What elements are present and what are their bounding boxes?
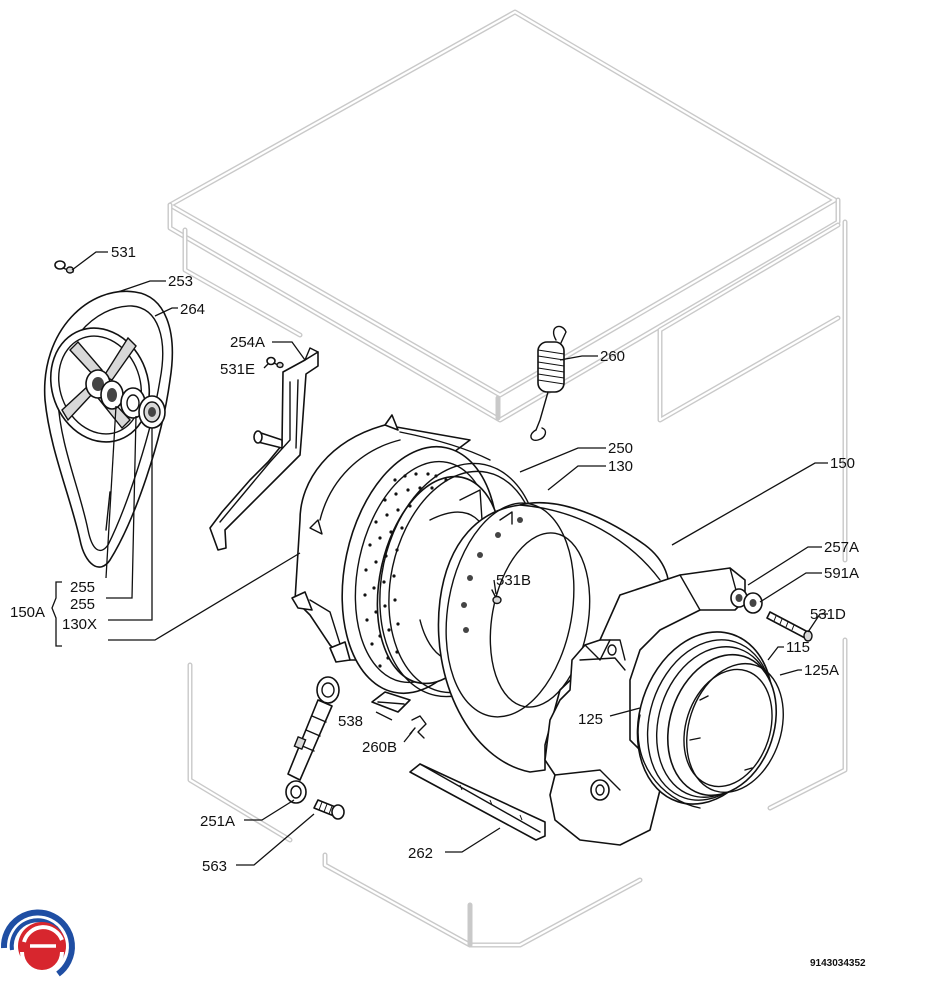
label-538: 538 xyxy=(338,713,363,730)
label-130: 130 xyxy=(608,458,633,475)
label-125: 125 xyxy=(578,711,603,728)
bracket-254A xyxy=(209,347,319,551)
washer-591A xyxy=(743,592,763,614)
tub-front-half xyxy=(437,501,670,773)
label-130X: 130X xyxy=(62,616,97,633)
label-125A: 125A xyxy=(804,662,839,679)
label-531E: 531E xyxy=(220,361,255,378)
label-115: 115 xyxy=(786,639,810,656)
label-260B: 260B xyxy=(362,739,397,756)
spring-260 xyxy=(530,325,567,442)
clamp-ring-125A xyxy=(686,662,784,794)
label-531D: 531D xyxy=(810,606,846,623)
label-150A: 150A xyxy=(10,604,45,621)
label-250: 250 xyxy=(608,440,633,457)
front-counterweight xyxy=(544,567,748,846)
screw-531B xyxy=(491,589,502,605)
screw-531E xyxy=(266,356,284,369)
label-255-b: 255 xyxy=(70,596,95,613)
label-150: 150 xyxy=(830,455,855,472)
label-262: 262 xyxy=(408,845,433,862)
brand-swirl-logo xyxy=(0,909,75,977)
bearings-255 xyxy=(100,380,166,429)
clip-260B xyxy=(409,715,427,739)
drawing-code: 9143034352 xyxy=(810,958,866,969)
label-531B: 531B xyxy=(496,572,531,589)
label-251A: 251A xyxy=(200,813,235,830)
shock-absorber-251A xyxy=(285,676,340,804)
label-531: 531 xyxy=(111,244,136,261)
label-255-a: 255 xyxy=(70,579,95,596)
label-253: 253 xyxy=(168,273,193,290)
door-seal-115 xyxy=(636,631,778,805)
pad-538 xyxy=(371,691,411,713)
rail-262 xyxy=(409,763,546,841)
label-257A: 257A xyxy=(824,539,859,556)
pin-563 xyxy=(313,799,345,820)
clamp-ring-125 xyxy=(637,714,701,809)
screw-531 xyxy=(54,260,75,274)
part-labels: 531 253 264 254A 531E 260 250 130 150 25… xyxy=(10,244,859,875)
label-591A: 591A xyxy=(824,565,859,582)
label-260: 260 xyxy=(600,348,625,365)
bolt-531D xyxy=(766,611,813,642)
leader-lines xyxy=(51,251,828,866)
label-264: 264 xyxy=(180,301,205,318)
label-563: 563 xyxy=(202,858,227,875)
label-254A: 254A xyxy=(230,334,265,351)
